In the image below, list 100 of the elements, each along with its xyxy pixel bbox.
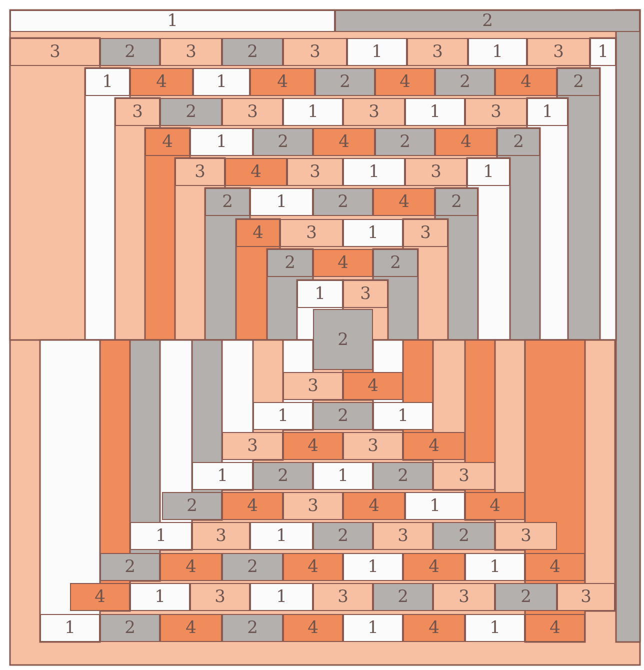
number-tile: 1: [343, 614, 403, 642]
number-tile: 4: [145, 128, 190, 156]
number-tile: 3: [527, 38, 590, 66]
number-tile: 2: [335, 10, 640, 32]
number-tile: 2: [435, 68, 495, 96]
number-tile: 3: [192, 522, 250, 550]
number-tile: 2: [160, 98, 222, 126]
number-tile: 1: [283, 98, 343, 126]
number-tile: 3: [175, 158, 225, 186]
number-tile: 3: [407, 38, 468, 66]
number-tile: 1: [250, 583, 313, 611]
number-tile: 4: [403, 553, 465, 581]
number-tile: 3: [343, 98, 405, 126]
number-tile: 4: [313, 249, 373, 277]
number-tile: 4: [343, 492, 405, 520]
number-tile: 4: [130, 68, 193, 96]
number-tile: 4: [465, 492, 525, 520]
number-tile: 4: [283, 553, 343, 581]
number-tile: 1: [253, 402, 313, 430]
number-tile: 2: [315, 68, 375, 96]
number-tile: 1: [130, 522, 192, 550]
number-tile: 1: [343, 553, 403, 581]
number-tile: 2: [557, 68, 600, 96]
number-tile: 3: [283, 38, 347, 66]
number-tile: 2: [267, 249, 313, 277]
number-tile: 3: [403, 219, 448, 247]
number-tile: 3: [280, 219, 343, 247]
number-tile: 3: [343, 280, 388, 308]
number-tile: 2: [313, 309, 373, 370]
number-tile: 2: [222, 38, 283, 66]
number-tile: 4: [403, 432, 465, 460]
number-tile: 4: [250, 68, 315, 96]
number-tile: 4: [435, 128, 497, 156]
number-tile: 3: [557, 583, 615, 611]
number-tile: 4: [343, 372, 403, 400]
number-tile: 4: [236, 219, 280, 247]
number-tile: 2: [313, 188, 373, 216]
number-tile: 1: [250, 522, 313, 550]
number-tile: 1: [85, 68, 130, 96]
number-tile: 2: [313, 522, 373, 550]
number-tile: 2: [497, 128, 540, 156]
number-tile: 4: [222, 492, 283, 520]
number-tile: 3: [373, 522, 433, 550]
number-tile: 3: [222, 98, 283, 126]
number-tile: 2: [205, 188, 250, 216]
number-tile: 4: [525, 614, 585, 642]
number-tile: 4: [495, 68, 557, 96]
number-tile: 3: [465, 98, 527, 126]
number-tile: 4: [160, 614, 222, 642]
number-tile: 3: [283, 492, 343, 520]
number-tile: 1: [527, 98, 568, 126]
number-tile: 1: [468, 38, 527, 66]
number-tile: 1: [40, 614, 100, 642]
number-tile: 3: [287, 158, 343, 186]
number-tile: 2: [313, 402, 373, 430]
number-tile: 3: [433, 462, 495, 490]
number-tile: 3: [160, 38, 222, 66]
number-tile: 2: [100, 553, 160, 581]
number-tile: 2: [373, 462, 433, 490]
number-tile: 4: [70, 583, 130, 611]
number-tile: 1: [192, 462, 253, 490]
number-tile: 2: [495, 583, 557, 611]
number-tile: 2: [253, 462, 313, 490]
number-tile: 1: [347, 38, 407, 66]
number-tile: 1: [313, 462, 373, 490]
number-tile: 3: [190, 583, 250, 611]
number-tile: 1: [190, 128, 253, 156]
number-tile: 1: [10, 10, 335, 32]
number-tile: 3: [115, 98, 160, 126]
number-tile: 3: [313, 583, 373, 611]
number-tile: 2: [222, 553, 283, 581]
number-tile: 2: [100, 38, 160, 66]
number-tile: 1: [343, 158, 405, 186]
number-tile: 4: [403, 614, 465, 642]
number-tile: 4: [283, 614, 343, 642]
number-tile: 1: [465, 553, 525, 581]
number-tile: 1: [130, 583, 190, 611]
number-tile: 1: [250, 188, 313, 216]
number-tile: 1: [590, 38, 616, 66]
number-tile: 2: [162, 492, 222, 520]
number-tile: 2: [433, 522, 495, 550]
number-tile: 3: [405, 158, 467, 186]
number-tile: 4: [225, 158, 287, 186]
number-tile: 4: [160, 553, 222, 581]
number-tile: 3: [222, 432, 283, 460]
number-tile: 1: [297, 280, 343, 308]
number-tile: 1: [465, 614, 525, 642]
number-tile: 1: [405, 98, 465, 126]
number-tile: 4: [313, 128, 375, 156]
number-tile: 1: [193, 68, 250, 96]
number-tile: 1: [343, 219, 403, 247]
number-tile: 2: [373, 583, 433, 611]
number-tile: 2: [222, 614, 283, 642]
number-tile: 4: [373, 188, 435, 216]
number-tile: 1: [467, 158, 510, 186]
number-tile: 3: [495, 522, 557, 550]
number-tile: 1: [405, 492, 465, 520]
number-tile: 4: [525, 553, 585, 581]
number-tile: 2: [375, 128, 435, 156]
number-tile: 2: [373, 249, 418, 277]
